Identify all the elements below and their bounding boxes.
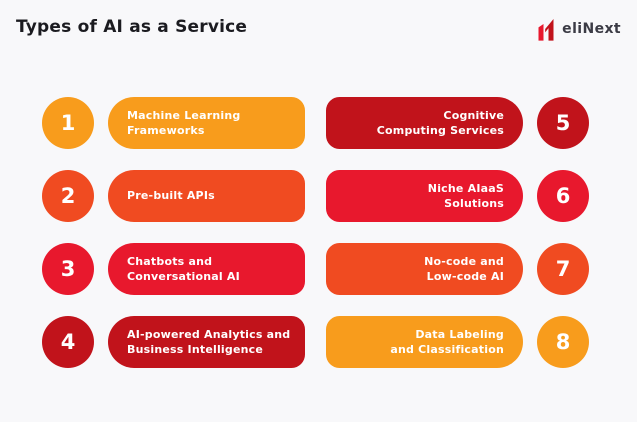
page-title: Types of AI as a Service — [16, 17, 248, 37]
service-item-8: Data Labeling and Classification 8 — [326, 316, 589, 368]
item-8-number-badge: 8 — [537, 316, 589, 368]
grid-row-3: 3 Chatbots and Conversational AI No-code… — [42, 243, 589, 295]
elinext-n-mark-icon — [536, 17, 556, 41]
service-item-2: 2 Pre-built APIs — [42, 170, 305, 222]
item-1-number-badge: 1 — [42, 97, 94, 149]
item-3-number-badge: 3 — [42, 243, 94, 295]
item-2-number-badge: 2 — [42, 170, 94, 222]
service-item-5: Cognitive Computing Services 5 — [326, 97, 589, 149]
service-item-4: 4 AI-powered Analytics and Business Inte… — [42, 316, 305, 368]
item-2-pill: Pre-built APIs — [108, 170, 305, 222]
service-item-3: 3 Chatbots and Conversational AI — [42, 243, 305, 295]
item-7-number-badge: 7 — [537, 243, 589, 295]
item-7-pill: No-code and Low-code AI — [326, 243, 523, 295]
grid-row-1: 1 Machine Learning Frameworks Cognitive … — [42, 97, 589, 149]
grid-row-4: 4 AI-powered Analytics and Business Inte… — [42, 316, 589, 368]
logo-text: eliNext — [562, 21, 621, 37]
item-6-pill: Niche AIaaS Solutions — [326, 170, 523, 222]
item-3-label: Chatbots and Conversational AI — [127, 254, 240, 283]
item-4-number-badge: 4 — [42, 316, 94, 368]
service-item-7: No-code and Low-code AI 7 — [326, 243, 589, 295]
item-5-number-badge: 5 — [537, 97, 589, 149]
item-6-label: Niche AIaaS Solutions — [427, 181, 504, 210]
item-8-label: Data Labeling and Classification — [390, 327, 504, 356]
item-3-pill: Chatbots and Conversational AI — [108, 243, 305, 295]
item-5-pill: Cognitive Computing Services — [326, 97, 523, 149]
services-grid: 1 Machine Learning Frameworks Cognitive … — [42, 97, 589, 368]
service-item-1: 1 Machine Learning Frameworks — [42, 97, 305, 149]
item-6-number-badge: 6 — [537, 170, 589, 222]
elinext-logo: eliNext — [536, 17, 621, 41]
item-4-label: AI-powered Analytics and Business Intell… — [127, 327, 291, 356]
item-2-label: Pre-built APIs — [127, 189, 215, 203]
item-7-label: No-code and Low-code AI — [424, 254, 504, 283]
item-5-label: Cognitive Computing Services — [376, 108, 504, 137]
item-1-label: Machine Learning Frameworks — [127, 108, 241, 137]
item-4-pill: AI-powered Analytics and Business Intell… — [108, 316, 305, 368]
item-1-pill: Machine Learning Frameworks — [108, 97, 305, 149]
service-item-6: Niche AIaaS Solutions 6 — [326, 170, 589, 222]
grid-row-2: 2 Pre-built APIs Niche AIaaS Solutions 6 — [42, 170, 589, 222]
item-8-pill: Data Labeling and Classification — [326, 316, 523, 368]
